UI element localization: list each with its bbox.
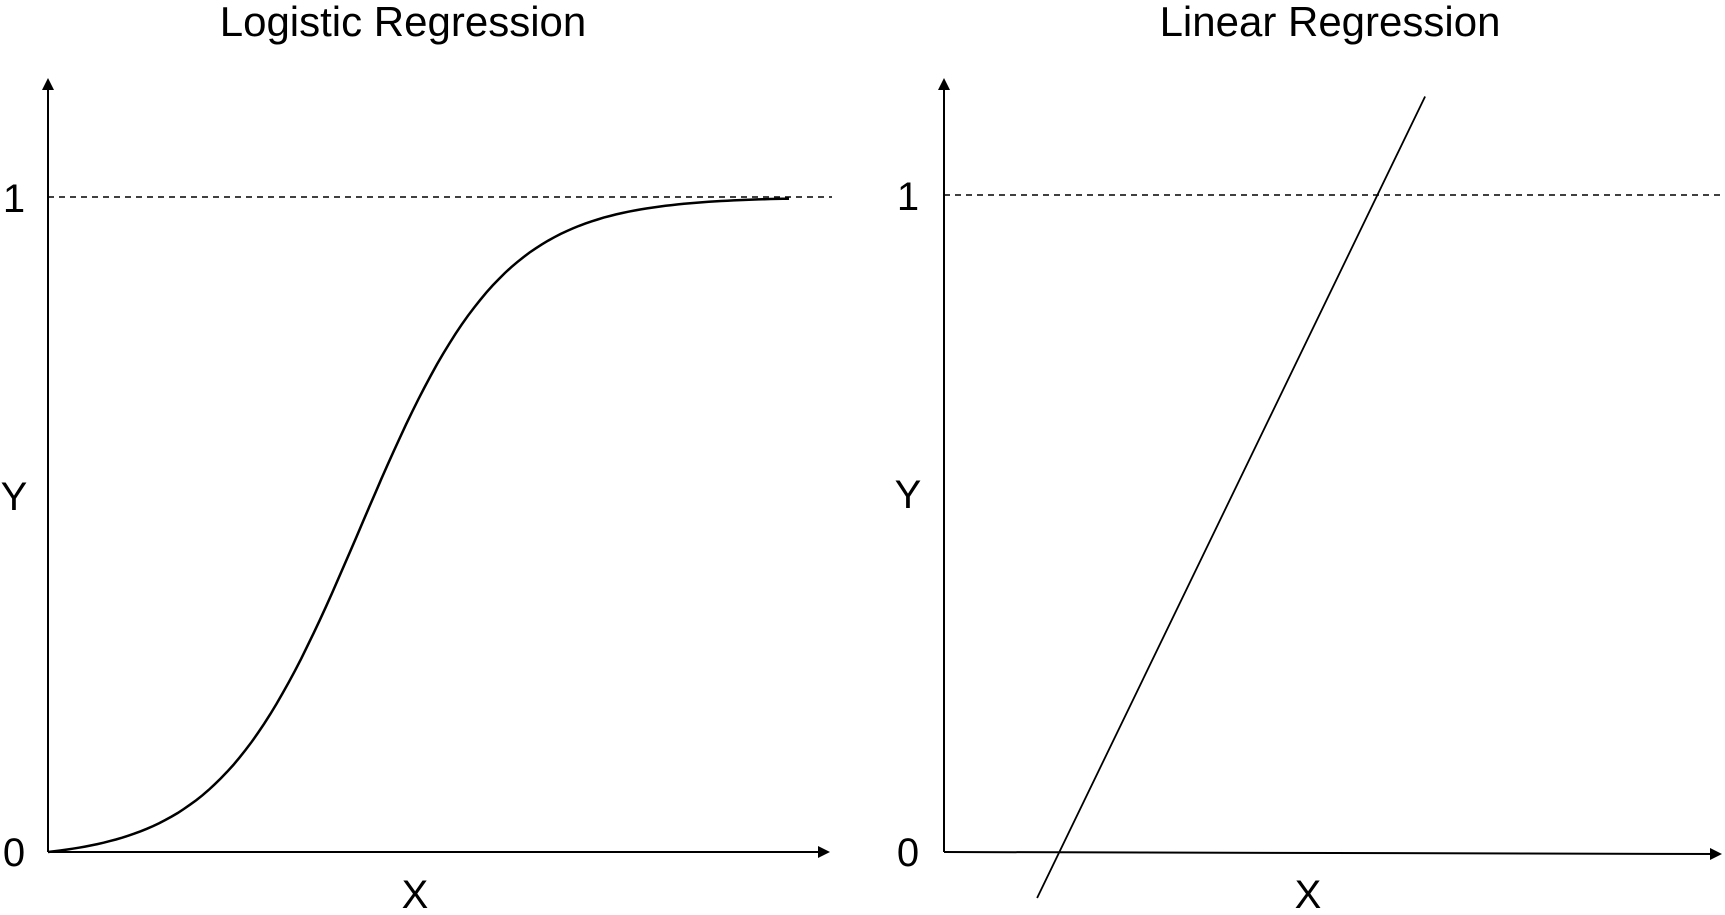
x-axis-label: X	[402, 873, 429, 915]
y-tick-label-1: 1	[897, 175, 919, 219]
chart-title: Linear Regression	[1160, 0, 1501, 45]
linear-regression-panel: Linear Regression 1 0 Y X	[895, 0, 1725, 915]
y-tick-label-1: 1	[3, 177, 25, 221]
y-axis-label: Y	[895, 473, 922, 517]
logistic-curve	[47, 197, 790, 854]
x-axis	[943, 847, 1722, 860]
x-axis-label: X	[1295, 873, 1322, 915]
logistic-regression-panel: Logistic Regression 1 0 Y X	[1, 0, 832, 915]
y-tick-label-0: 0	[3, 831, 25, 875]
chart-title: Logistic Regression	[220, 0, 587, 45]
y-axis-label: Y	[1, 475, 28, 519]
linear-regression-line	[1036, 96, 1426, 899]
y-tick-label-0: 0	[897, 831, 919, 875]
